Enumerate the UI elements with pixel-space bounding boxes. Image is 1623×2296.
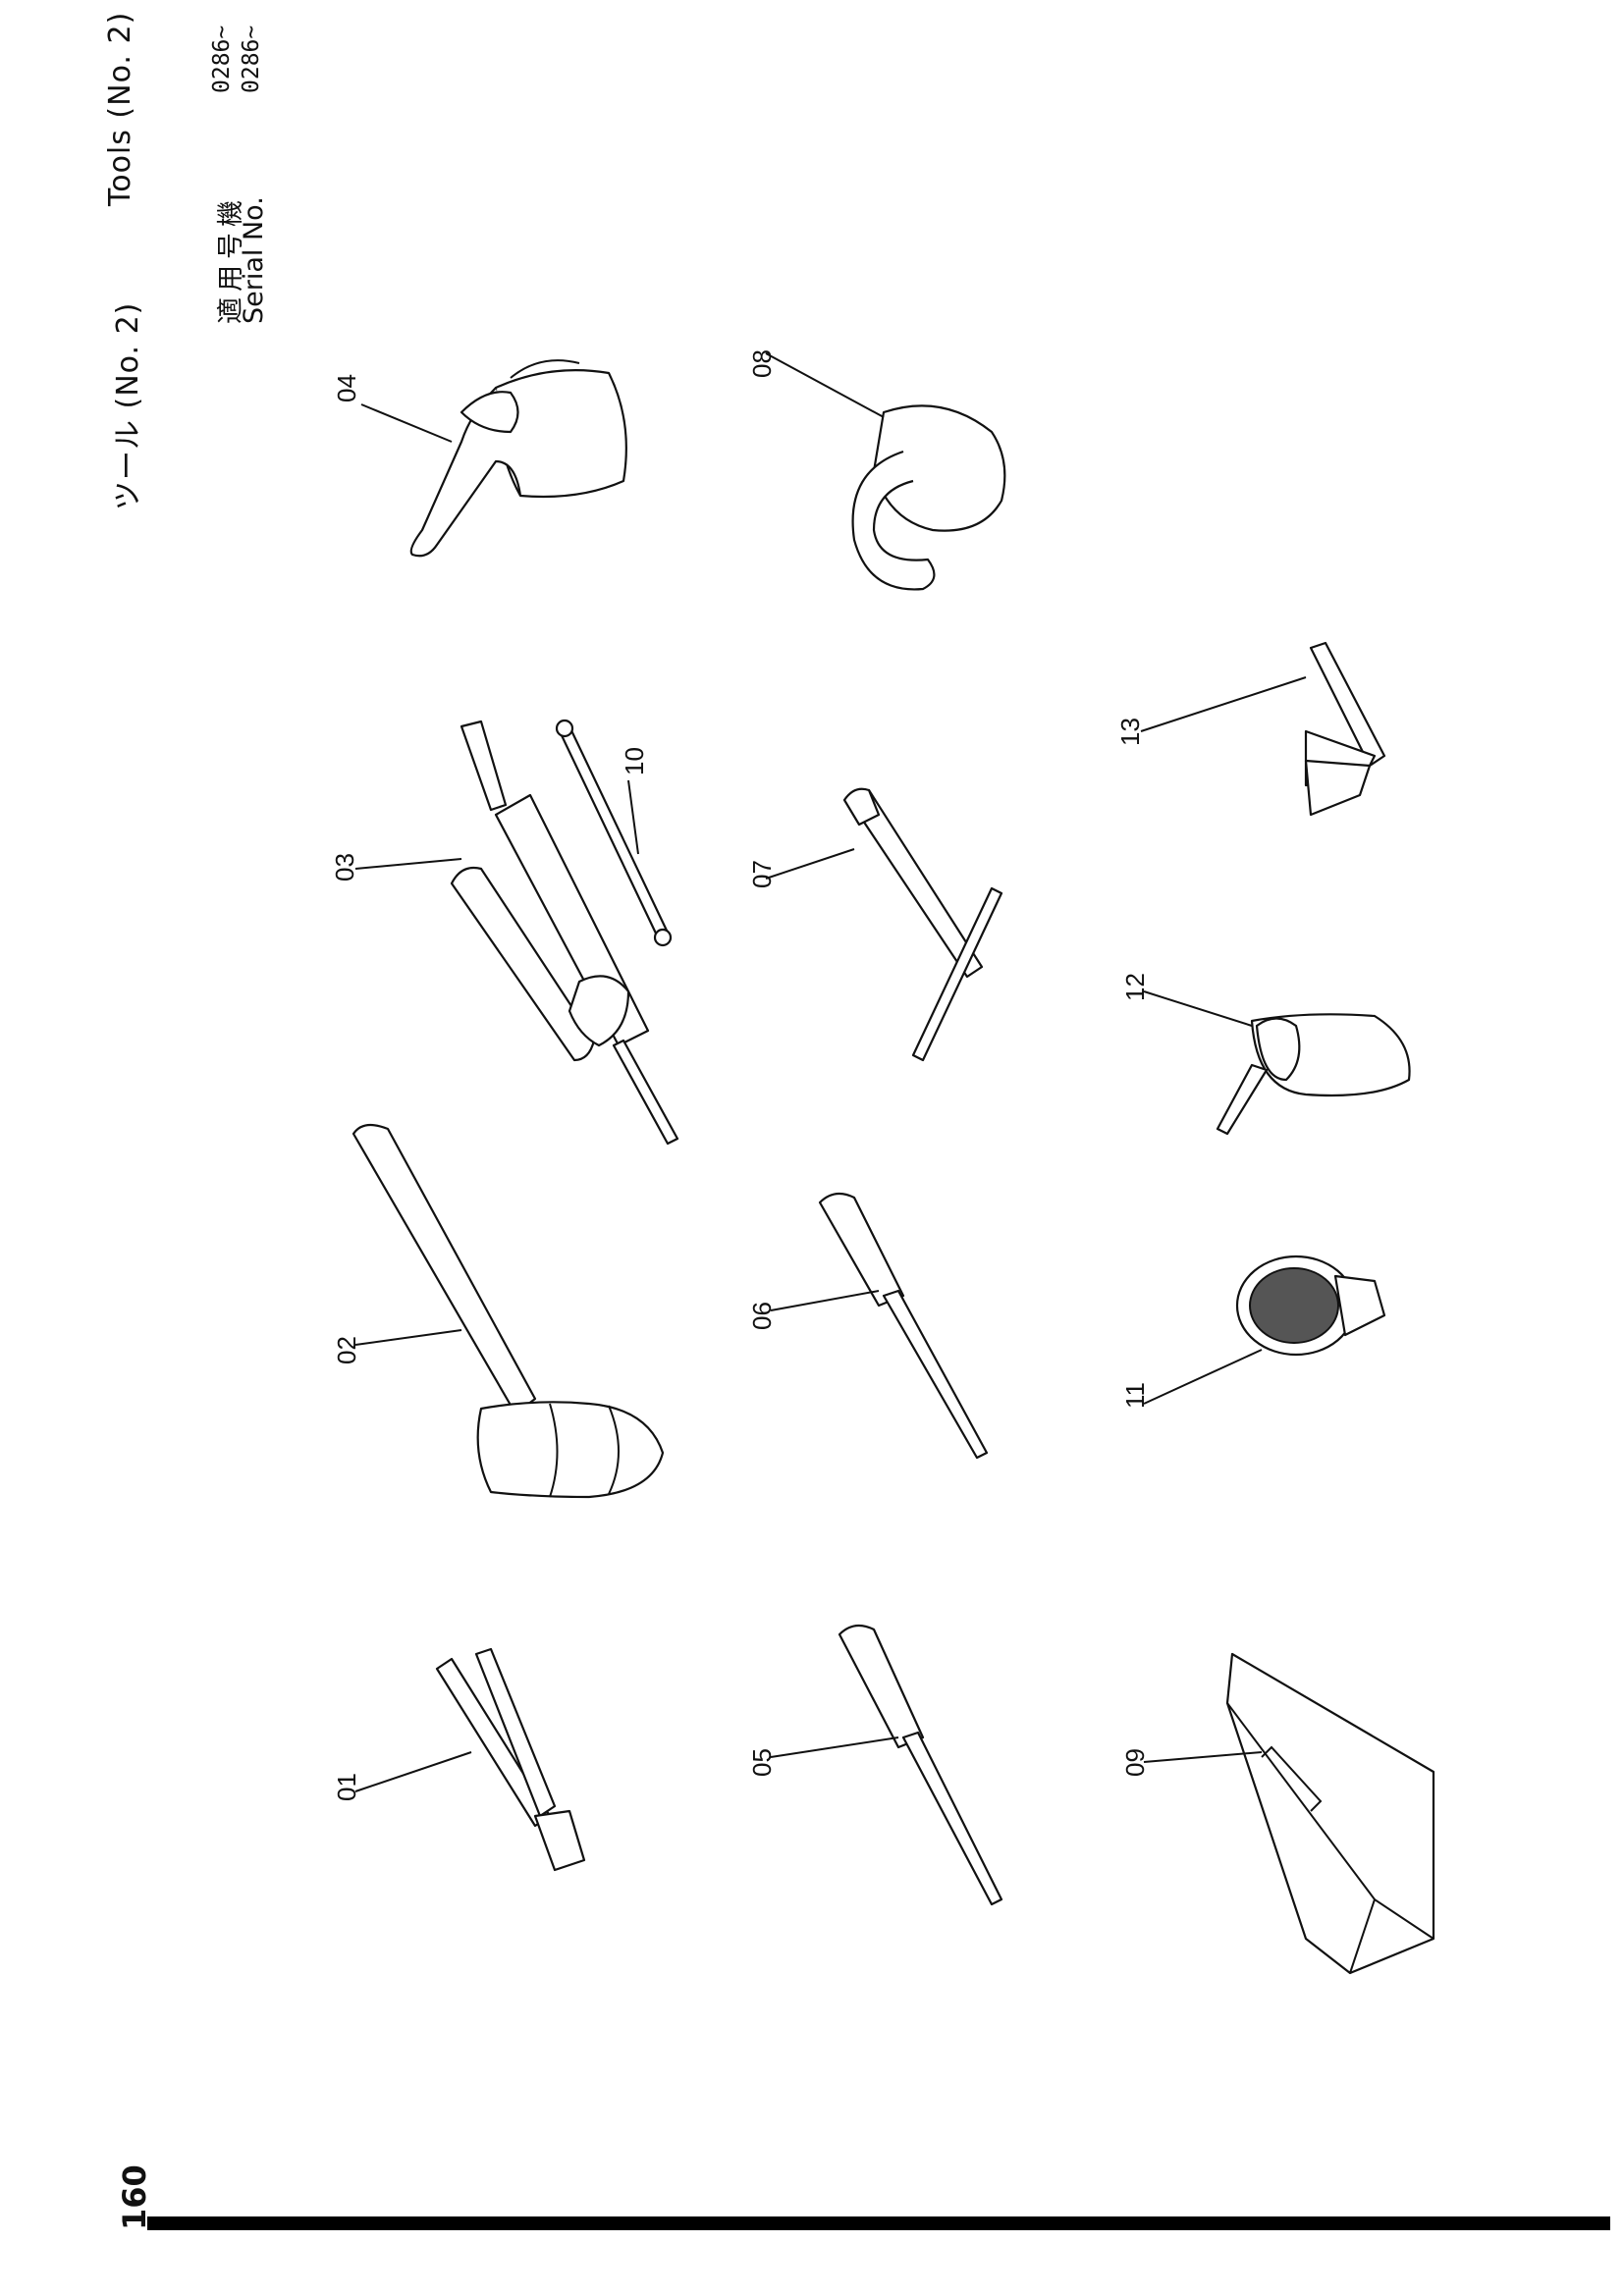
screwdriver-a-illustration [818, 1192, 989, 1460]
t-wrench-illustration [842, 787, 1003, 1062]
grease-gun-illustration [450, 720, 679, 1146]
oil-bottle-illustration [1216, 1013, 1411, 1136]
callout-leader-10 [627, 779, 639, 855]
callout-leader-01 [354, 1751, 472, 1792]
hex-key-set-illustration [1304, 641, 1386, 817]
pliers-illustration [435, 1647, 586, 1872]
callout-leader-03 [354, 858, 462, 870]
callout-02: 02 [332, 1336, 361, 1364]
tool-box-illustration [1225, 1652, 1435, 1975]
oil-jug-illustration [409, 359, 627, 558]
callout-11: 11 [1120, 1382, 1150, 1409]
tow-hook-illustration [851, 404, 1006, 591]
callout-leader-08 [765, 352, 885, 418]
callout-10: 10 [620, 747, 649, 775]
callout-08: 08 [747, 349, 777, 378]
grease-hose-illustration [555, 719, 673, 947]
hammer-illustration [352, 1123, 665, 1499]
callout-12: 12 [1120, 973, 1150, 1001]
callout-04: 04 [332, 374, 361, 402]
callout-leader-06 [770, 1290, 880, 1311]
callout-13: 13 [1115, 718, 1145, 746]
callout-leader-13 [1140, 676, 1307, 732]
callout-leader-02 [354, 1329, 462, 1346]
callout-leader-07 [765, 848, 855, 880]
screwdriver-b-illustration [838, 1624, 1003, 1906]
page-number: 160 [116, 2164, 153, 2230]
callout-leader-04 [360, 403, 453, 443]
callout-09: 09 [1120, 1748, 1150, 1777]
callout-leader-12 [1143, 990, 1253, 1027]
callout-06: 06 [747, 1302, 777, 1330]
callout-leader-05 [770, 1736, 899, 1758]
callout-07: 07 [747, 860, 777, 888]
callout-03: 03 [330, 853, 359, 881]
funnel-strainer-illustration [1235, 1255, 1386, 1357]
callout-05: 05 [747, 1748, 777, 1777]
callout-leader-11 [1143, 1349, 1263, 1405]
bottom-rule [147, 2216, 1610, 2230]
callout-01: 01 [332, 1773, 361, 1801]
callout-leader-09 [1143, 1751, 1263, 1763]
